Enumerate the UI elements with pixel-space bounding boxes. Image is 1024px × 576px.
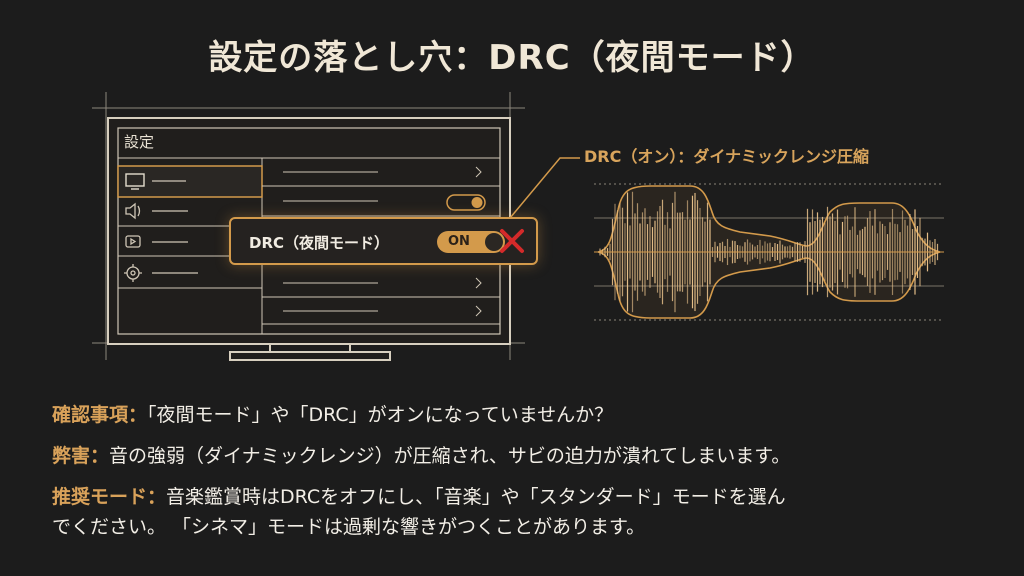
note-drawback: 弊害：音の強弱（ダイナミックレンジ）が圧縮され、サビの迫力が潰れてしまいます。 [52, 443, 790, 469]
waveform-label: DRC（オン）：ダイナミックレンジ圧縮 [584, 147, 870, 166]
wave-guides [594, 183, 944, 321]
wave-threshold-lines [594, 217, 944, 287]
x-mark-icon [500, 229, 524, 253]
note-recommend: 推奨モード：音楽鑑賞時はDRCをオフにし、「音楽」や「スタンダード」モードを選ん [52, 484, 786, 510]
note-text: 「夜間モード」や「DRC」がオンになっていませんか？ [147, 404, 614, 426]
drc-popup[interactable]: DRC（夜間モード） ON [229, 217, 538, 265]
toggle-text: ON [448, 234, 470, 249]
speaker-icon [125, 202, 141, 220]
tv-icon [125, 173, 145, 190]
gear-icon [124, 264, 142, 282]
tv-stand [229, 344, 391, 361]
note-key: 確認事項： [52, 404, 148, 426]
drc-toggle[interactable]: ON [437, 231, 505, 253]
note-text: でください。 「シネマ」モードは過剰な響きがつくことがあります。 [52, 516, 646, 538]
drc-label: DRC（夜間モード） [249, 234, 390, 252]
note-key: 推奨モード： [52, 486, 167, 508]
settings-header: 設定 [124, 133, 155, 151]
chevron-right-icon [475, 305, 482, 317]
chevron-right-icon [475, 277, 482, 289]
play-icon [125, 235, 141, 248]
note-key: 弊害： [52, 445, 110, 467]
sidebar-item-picture [117, 165, 263, 198]
note-confirm: 確認事項：「夜間モード」や「DRC」がオンになっていませんか？ [52, 402, 613, 428]
page-title: 設定の落とし穴：DRC（夜間モード） [208, 38, 816, 78]
toggle-knob [485, 233, 503, 251]
note-text: 音楽鑑賞時はDRCをオフにし、「音楽」や「スタンダード」モードを選ん [166, 486, 786, 508]
chevron-right-icon [475, 166, 482, 178]
note-text: 音の強弱（ダイナミックレンジ）が圧縮され、サビの迫力が潰れてしまいます。 [109, 445, 791, 467]
background-toggle [446, 194, 486, 211]
connector-line [504, 157, 580, 225]
note-recommend-cont: でください。 「シネマ」モードは過剰な響きがつくことがあります。 [52, 514, 645, 540]
